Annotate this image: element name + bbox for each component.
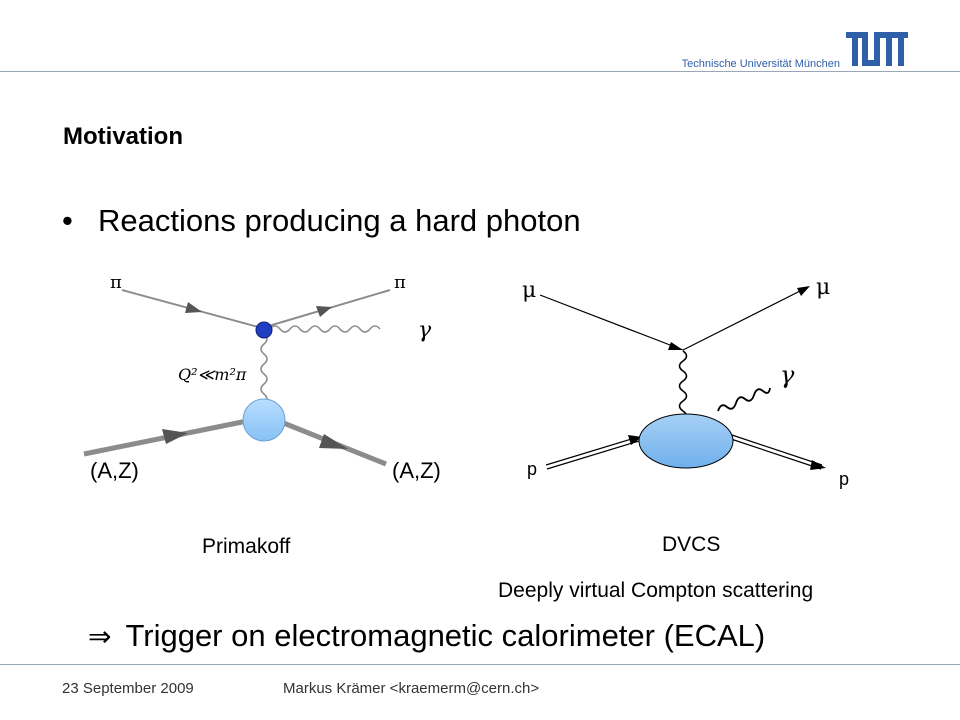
arrow-icon bbox=[185, 302, 202, 313]
exchanged-photon-wavy bbox=[678, 350, 688, 422]
nucleus-blob bbox=[242, 398, 286, 442]
caption-dvcs: DVCS bbox=[662, 533, 721, 556]
label-mu-out: μ bbox=[816, 275, 830, 300]
arrow-icon bbox=[316, 306, 332, 317]
photon-out-wavy bbox=[717, 387, 771, 412]
arrow-icon bbox=[810, 460, 826, 470]
dvcs-diagram: μ μ γ p p bbox=[522, 275, 849, 489]
bullet-dot: • bbox=[62, 203, 73, 238]
muon-in-line bbox=[539, 294, 684, 351]
label-pi-out: π bbox=[394, 272, 406, 293]
arrow-icon bbox=[668, 342, 683, 350]
proton-out-line bbox=[731, 434, 823, 466]
header-divider bbox=[0, 71, 960, 72]
arrow-icon bbox=[797, 286, 810, 296]
proton-blob bbox=[638, 413, 734, 469]
primakoff-diagram: π π γ Q²≪m²π (A,Z) (A,Z) bbox=[83, 272, 441, 483]
label-nucleus-out: (A,Z) bbox=[392, 458, 441, 483]
label-p-out: p bbox=[839, 469, 849, 489]
caption-dvcs-full: Deeply virtual Compton scattering bbox=[498, 579, 814, 602]
label-mu-in: μ bbox=[522, 278, 536, 303]
caption-primakoff: Primakoff bbox=[202, 535, 291, 558]
label-gamma: γ bbox=[780, 361, 795, 389]
label-p-in: p bbox=[527, 459, 537, 479]
label-q2: Q²≪m²π bbox=[178, 365, 247, 384]
implies-arrow-icon: ⇒ bbox=[88, 620, 112, 653]
university-name: Technische Universität München bbox=[681, 58, 840, 70]
arrow-icon bbox=[162, 429, 188, 444]
arrow-icon bbox=[628, 435, 642, 445]
footer-author: Markus Krämer <kraemerm@cern.ch> bbox=[283, 680, 540, 697]
section-title: Motivation bbox=[63, 123, 183, 150]
conclusion-text: Trigger on electromagnetic calorimeter (… bbox=[125, 618, 766, 653]
proton-out-line-2 bbox=[730, 438, 822, 470]
tum-logo bbox=[846, 32, 908, 66]
conclusion-line: ⇒ Trigger on electromagnetic calorimeter … bbox=[88, 618, 765, 654]
proton-in-line bbox=[545, 436, 639, 466]
muon-out-line bbox=[682, 286, 809, 351]
label-pi-in: π bbox=[110, 272, 122, 293]
label-nucleus-in: (A,Z) bbox=[90, 458, 139, 483]
proton-in-line-2 bbox=[546, 440, 640, 470]
vertex-dot bbox=[255, 321, 273, 339]
bullet-item: • Reactions producing a hard photon bbox=[62, 203, 581, 239]
footer-divider bbox=[0, 664, 960, 665]
label-gamma: γ bbox=[418, 318, 432, 343]
footer-date: 23 September 2009 bbox=[62, 680, 194, 697]
photon-out-wavy bbox=[269, 325, 381, 333]
arrow-icon bbox=[319, 434, 348, 449]
bullet-text: Reactions producing a hard photon bbox=[98, 203, 581, 238]
